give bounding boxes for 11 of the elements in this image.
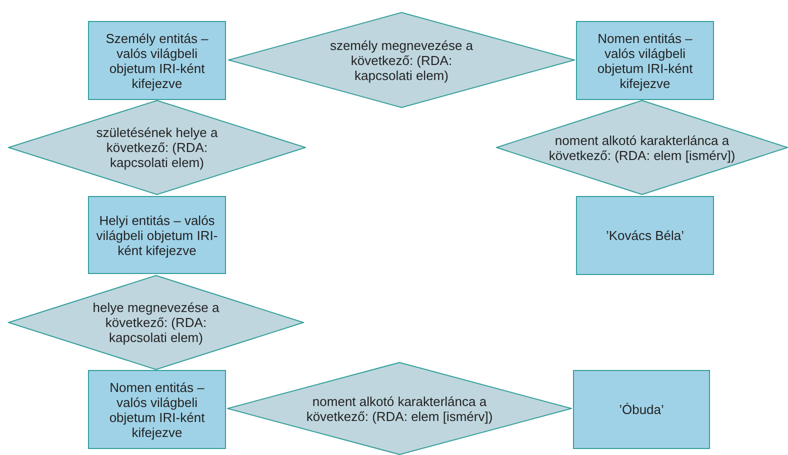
entity-box: Nomen entitás – valós világbeli objetum IRI-ként kifejezve	[88, 370, 226, 449]
relationship-diamond: noment alkotó karakterlánca a következő: (RDA: elem [ismérv])	[227, 362, 572, 455]
entity-box: ’Óbuda’	[573, 370, 710, 449]
relationship-diamond: születésének helye a következő: (RDA: kapcsolati elem)	[8, 100, 306, 195]
relationship-diamond: személy megnevezése a következő: (RDA: kapcsolati elem)	[228, 12, 575, 108]
entity-box: Személy entitás – valós világbeli objetum IRI-ként kifejezve	[88, 21, 226, 100]
relationship-diamond: helye megnevezése a következő: (RDA: kapcsolati elem)	[8, 275, 304, 370]
relationship-diamond: noment alkotó karakterlánca a következő: (RDA: elem [ismérv])	[496, 100, 788, 195]
entity-box: Nomen entitás – valós világbeli objetum IRI-ként kifejezve	[576, 21, 714, 100]
entity-box: Helyi entitás – valós világbeli objetum IRI-ként kifejezve	[88, 196, 226, 274]
entity-box: ’Kovács Béla’	[576, 196, 714, 275]
